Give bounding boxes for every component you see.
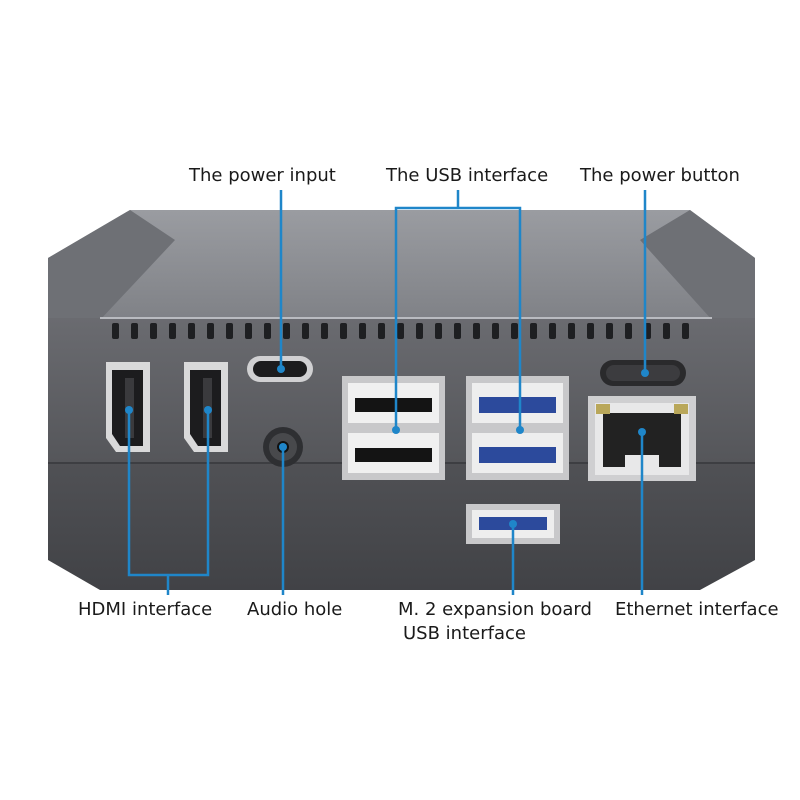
vent-slot	[473, 323, 480, 339]
vent-slot	[530, 323, 537, 339]
vent-slot	[587, 323, 594, 339]
label-audio-hole: Audio hole	[247, 599, 343, 620]
label-m2-expansion-line1: M. 2 expansion board	[398, 599, 592, 620]
callout-lines	[127, 190, 647, 595]
vent-slot	[131, 323, 138, 339]
vent-slot	[378, 323, 385, 339]
vent-slot	[397, 323, 404, 339]
vent-slot	[245, 323, 252, 339]
vent-slot	[568, 323, 575, 339]
callout-dots	[125, 365, 649, 528]
vent-slot	[169, 323, 176, 339]
label-power-button: The power button	[580, 165, 740, 186]
vent-slot	[264, 323, 271, 339]
vent-slot	[283, 323, 290, 339]
case-base	[48, 463, 755, 590]
vent-slot	[663, 323, 670, 339]
label-ethernet-interface: Ethernet interface	[615, 599, 779, 620]
case-top-left-bevel	[48, 210, 175, 320]
label-hdmi-interface: HDMI interface	[78, 599, 213, 620]
vent-slot	[207, 323, 214, 339]
vent-slot	[302, 323, 309, 339]
vent-slot	[188, 323, 195, 339]
vent-slot	[359, 323, 366, 339]
vent-slot	[492, 323, 499, 339]
vent-slot	[682, 323, 689, 339]
vent-slot	[321, 323, 328, 339]
usb2-port-stack	[342, 376, 445, 480]
vent-slot	[340, 323, 347, 339]
case-top-panel	[48, 210, 755, 330]
vent-slot	[511, 323, 518, 339]
label-power-input: The power input	[189, 165, 336, 186]
vent-slot	[435, 323, 442, 339]
vent-slot	[606, 323, 613, 339]
vent-slot	[112, 323, 119, 339]
label-usb-interface: The USB interface	[386, 165, 549, 186]
label-m2-expansion-line2: USB interface	[403, 623, 526, 644]
case-top-right-bevel	[640, 210, 755, 320]
vent-slot	[454, 323, 461, 339]
vent-slots	[112, 323, 689, 339]
vent-slot	[625, 323, 632, 339]
vent-slot	[150, 323, 157, 339]
vent-slot	[226, 323, 233, 339]
vent-slot	[549, 323, 556, 339]
vent-slot	[416, 323, 423, 339]
